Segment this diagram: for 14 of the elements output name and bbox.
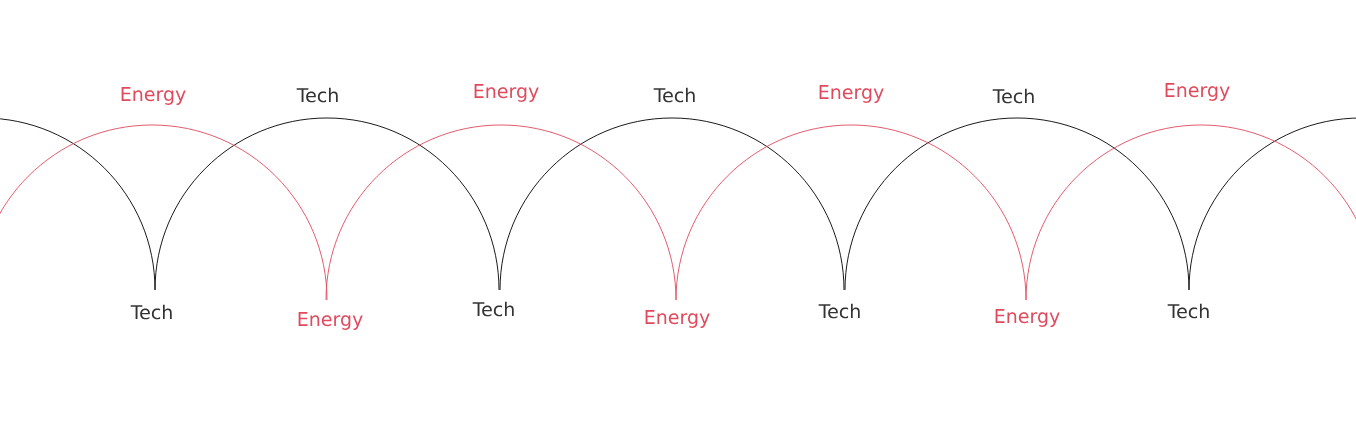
curve-label: Energy (121, 87, 186, 105)
curve-label: Tech (992, 88, 1034, 104)
curve-label: Tech (818, 303, 860, 319)
curve-label: Tech (472, 301, 514, 317)
curve-label: Energy (474, 84, 539, 102)
curve-label: Energy (1165, 83, 1230, 101)
curve-label: Tech (653, 87, 695, 103)
curve-label: Energy (645, 310, 710, 328)
curve-label: Energy (298, 312, 363, 330)
curve-label: Tech (296, 87, 338, 103)
curve-label: Tech (1167, 303, 1209, 319)
curve-label: Energy (995, 309, 1060, 327)
curve-label: Energy (819, 85, 884, 103)
curve-label: Tech (130, 304, 172, 320)
